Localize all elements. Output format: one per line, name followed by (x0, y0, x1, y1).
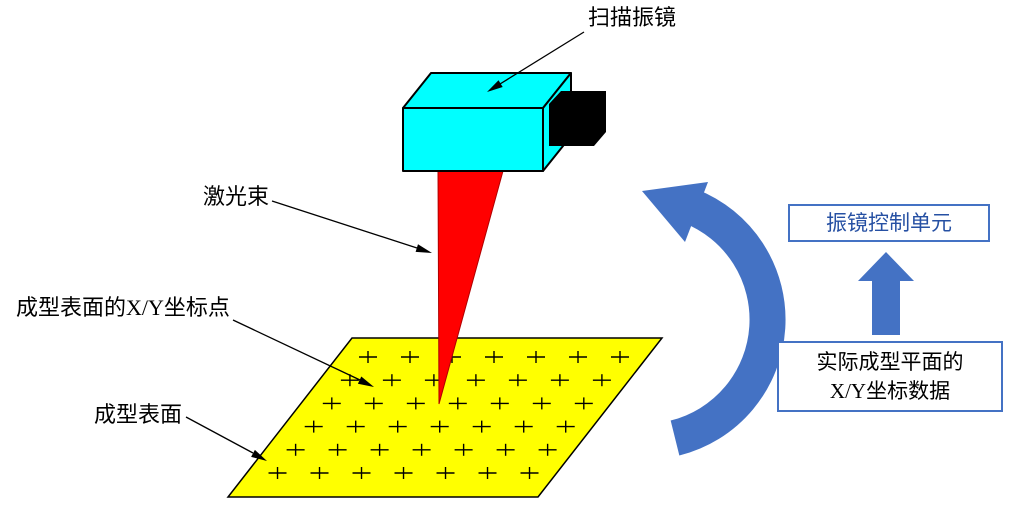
scanner-top-face (402, 72, 572, 109)
feedback-curved-arrow (670, 189, 786, 456)
scanner-label: 扫描振镜 (588, 5, 677, 30)
leader-arrow-surface-points (357, 376, 374, 387)
leader-line-surface-points (232, 319, 361, 381)
surface-label: 成型表面 (94, 402, 183, 427)
control-unit-label: 振镜控制单元 (826, 210, 952, 235)
surface-points-label: 成型表面的X/Y坐标点 (16, 295, 230, 320)
leader-arrow-laser-beam (415, 244, 432, 253)
data-box-line2: X/Y坐标数据 (829, 378, 951, 403)
scanner-front-face (402, 107, 544, 172)
leader-line-laser-beam (271, 200, 418, 249)
leader-arrow-scanner (487, 80, 503, 92)
data-box: 实际成型平面的 X/Y坐标数据 (777, 341, 1003, 412)
forming-platform (226, 337, 664, 498)
coordinate-points-grid (268, 351, 629, 479)
scanner-connector-box (549, 91, 606, 146)
laser-beam-label: 激光束 (203, 184, 270, 209)
leader-line-surface (185, 416, 254, 454)
control-unit-box: 振镜控制单元 (788, 204, 990, 242)
leader-line-scanner (499, 31, 585, 85)
up-block-arrow (858, 252, 914, 335)
feedback-arrow-head (642, 182, 708, 242)
data-box-line1: 实际成型平面的 (816, 349, 964, 374)
leader-arrow-surface (251, 449, 267, 461)
